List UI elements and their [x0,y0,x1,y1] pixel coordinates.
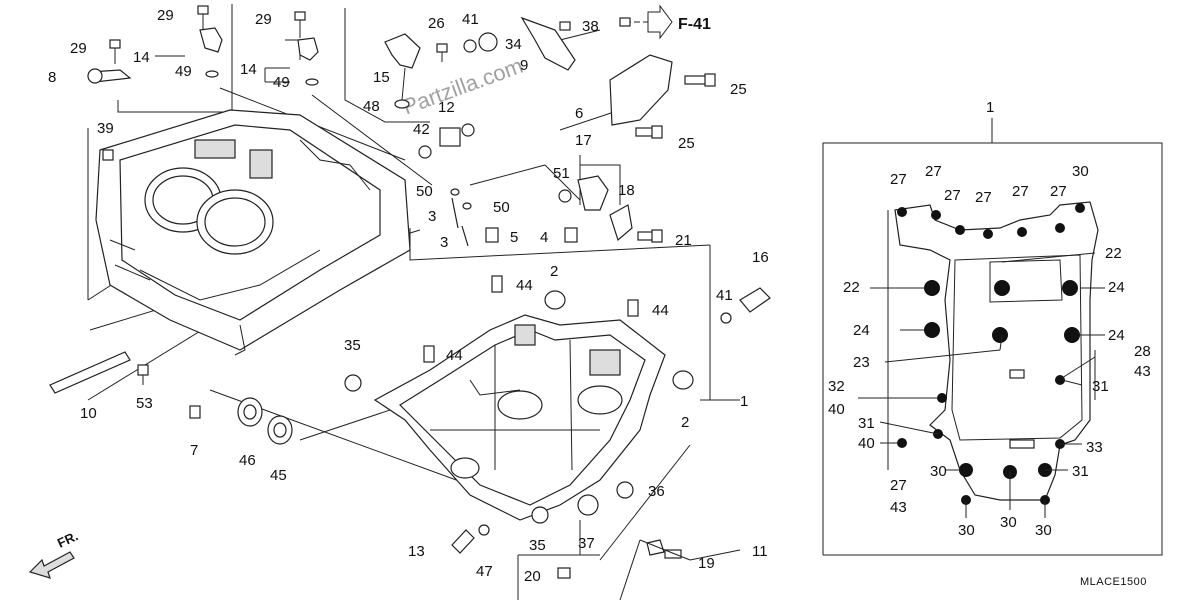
callout-14: 14 [240,61,257,78]
callout-48: 48 [363,98,380,115]
callout-32: 32 [828,378,845,395]
callout-27: 27 [890,171,907,188]
callout-7: 7 [190,442,198,459]
callout-28: 28 [1134,343,1151,360]
callout-27: 27 [1012,183,1029,200]
callout-27: 27 [975,189,992,206]
callout-46: 46 [239,452,256,469]
callout-6: 6 [575,105,583,122]
callout-30: 30 [1035,522,1052,539]
callout-31: 31 [1072,463,1089,480]
callout-1: 1 [740,393,748,410]
leader-lines-left [87,4,711,300]
callout-21: 21 [675,232,692,249]
callout-24: 24 [853,322,870,339]
callout-34: 34 [505,36,522,53]
callout-27: 27 [925,163,942,180]
callout-2: 2 [681,414,689,431]
callout-9: 9 [520,57,528,74]
callout-36: 36 [648,483,665,500]
callout-24: 24 [1108,279,1125,296]
callout-3: 3 [440,234,448,251]
leader-lines-right [858,252,1105,518]
callout-30: 30 [1072,163,1089,180]
callout-49: 49 [273,74,290,91]
callout-39: 39 [97,120,114,137]
callout-38: 38 [582,18,599,35]
callout-11: 11 [752,543,768,560]
callouts[interactable]: 29 29 29 14 14 49 49 8 39 26 41 34 38 9 … [48,7,1151,585]
callout-27: 27 [890,477,907,494]
right-panel-frame [822,118,1163,556]
callout-17: 17 [575,132,592,149]
parts-small-middle[interactable] [384,16,771,579]
callout-44: 44 [446,347,463,364]
callout-27: 27 [1050,183,1067,200]
front-arrow-icon [28,551,75,579]
callout-22: 22 [1105,245,1122,262]
oil-pan-gasket[interactable] [894,201,1099,501]
callout-23: 23 [853,354,870,371]
callout-2: 2 [550,263,558,280]
callout-24: 24 [1108,327,1125,344]
callout-8: 8 [48,69,56,86]
callout-51: 51 [553,165,570,182]
callout-25: 25 [730,81,747,98]
callout-10: 10 [80,405,97,422]
callout-5: 5 [510,229,518,246]
callout-13: 13 [408,543,425,560]
leader-lines-middle [517,245,741,600]
callout-50: 50 [493,199,510,216]
reference-arrow-icon[interactable] [625,4,673,40]
callout-50: 50 [416,183,433,200]
callout-25: 25 [678,135,695,152]
callout-16: 16 [752,249,769,266]
callout-14: 14 [133,49,150,66]
diagram-code: MLACE1500 [1080,576,1147,588]
callout-26: 26 [428,15,445,32]
reference-link-label[interactable]: F-41 [678,16,711,33]
callout-30: 30 [1000,514,1017,531]
callout-15: 15 [373,69,390,86]
callout-29: 29 [255,11,272,28]
callout-41: 41 [462,11,479,28]
front-marker-label: FR. [55,528,80,550]
callout-40: 40 [828,401,845,418]
callout-35: 35 [529,537,546,554]
callout-29: 29 [157,7,174,24]
callout-35: 35 [344,337,361,354]
callout-31: 31 [1092,378,1109,395]
callout-19: 19 [698,555,715,572]
callout-22: 22 [843,279,860,296]
callout-42: 42 [413,121,430,138]
callout-20: 20 [524,568,541,585]
callout-31: 31 [858,415,875,432]
callout-29: 29 [70,40,87,57]
callout-37: 37 [578,535,595,552]
callout-44: 44 [652,302,669,319]
callout-30: 30 [958,522,975,539]
callout-40: 40 [858,435,875,452]
callout-41: 41 [716,287,733,304]
callout-27: 27 [944,187,961,204]
callout-43: 43 [890,499,907,516]
callout-53: 53 [136,395,153,412]
callout-3: 3 [428,208,436,225]
callout-49: 49 [175,63,192,80]
callout-43: 43 [1134,363,1151,380]
callout-1: 1 [986,99,994,116]
watermark-text: Partzilla.com [399,53,526,120]
callout-45: 45 [270,467,287,484]
callout-33: 33 [1086,439,1103,456]
upper-crankcase[interactable] [95,109,411,356]
callout-18: 18 [618,182,635,199]
callout-47: 47 [476,563,493,580]
parts-small-left[interactable] [49,5,362,445]
lower-crankcase[interactable] [373,314,666,521]
callout-4: 4 [540,229,548,246]
callout-12: 12 [438,99,455,116]
callout-30: 30 [930,463,947,480]
callout-44: 44 [516,277,533,294]
